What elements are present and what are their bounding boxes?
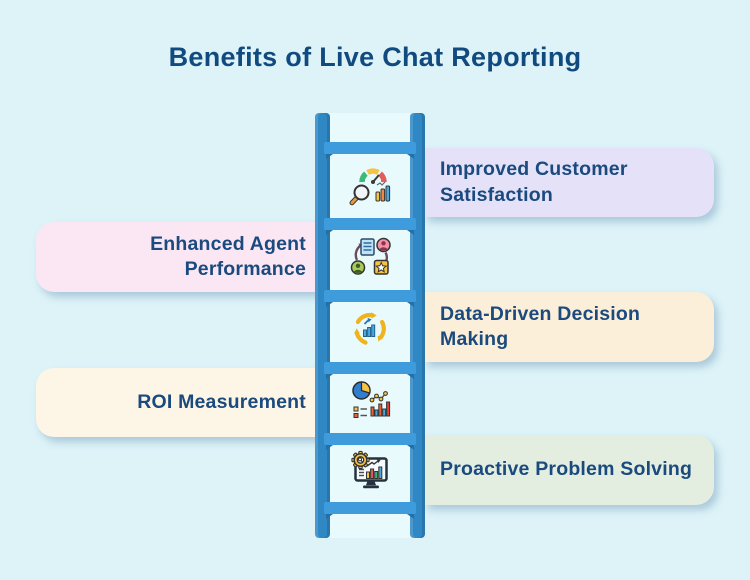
benefit-label: Improved Customer Satisfaction: [440, 158, 628, 206]
gear-shape: [351, 450, 370, 470]
benefit-label: Proactive Problem Solving: [440, 458, 693, 481]
improvement-cycle-icon: [347, 305, 393, 351]
agent-feedback-icon: [347, 233, 393, 279]
monitoring-gear-icon: [347, 448, 393, 494]
satisfaction-gauge-icon: [347, 163, 393, 209]
ladder-rung: [324, 362, 416, 379]
benefit-card-roi-measurement: ROI Measurement: [36, 368, 322, 437]
benefit-card-improved-customer-satisfaction: Improved Customer Satisfaction: [424, 148, 714, 217]
benefit-label: ROI Measurement: [137, 390, 306, 413]
ladder-right-rail: [410, 113, 425, 538]
ladder-rung: [324, 290, 416, 307]
benefit-card-enhanced-agent-performance: Enhanced Agent Performance: [36, 222, 322, 292]
page-title: Benefits of Live Chat Reporting: [168, 42, 582, 72]
ladder-rung: [324, 142, 416, 159]
ladder-left-rail: [315, 113, 330, 538]
ladder-rung: [324, 433, 416, 450]
ladder-rung: [324, 502, 416, 519]
benefit-label: Enhanced Agent Performance: [150, 232, 306, 280]
benefit-label: Data-Driven Decision Making: [440, 302, 641, 350]
benefit-card-data-driven-decision-making: Data-Driven Decision Making: [424, 292, 714, 362]
roi-analytics-icon: [347, 378, 393, 424]
ladder-rung: [324, 218, 416, 235]
benefit-card-proactive-problem-solving: Proactive Problem Solving: [424, 435, 714, 505]
